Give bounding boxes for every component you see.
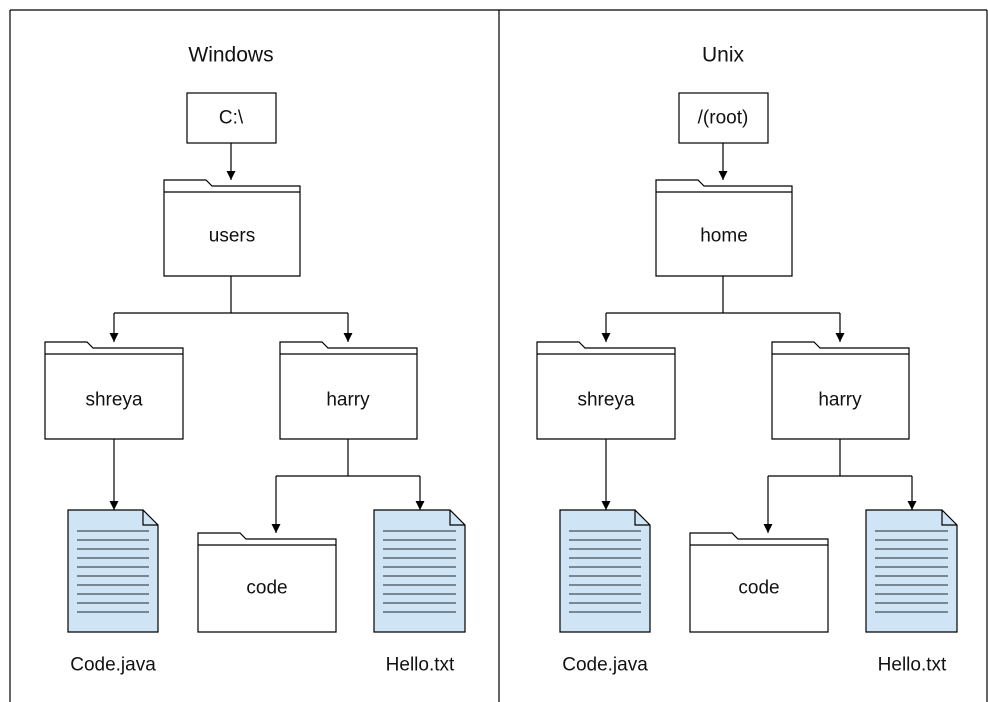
file-1 <box>559 509 651 633</box>
file-label: Code.java <box>562 655 648 676</box>
root-label: C:\ <box>219 108 244 129</box>
panel-title: Unix <box>702 44 745 67</box>
document-icon <box>559 509 651 633</box>
file-label: Hello.txt <box>386 655 455 676</box>
document-text-lines <box>569 530 641 613</box>
folder-label: shreya <box>577 390 634 411</box>
root-box <box>678 92 769 144</box>
document-fold <box>941 510 957 526</box>
folder-label: users <box>209 226 255 247</box>
panel-title: Windows <box>188 44 273 67</box>
subfolder: code <box>689 532 829 633</box>
document-fold <box>634 510 650 526</box>
level1-folder: users <box>163 179 301 277</box>
file-2 <box>865 509 958 633</box>
root-node: /(root) <box>678 92 769 144</box>
folder-icon <box>163 179 301 277</box>
user-folder-2: harry <box>771 341 910 440</box>
user-folder-1: shreya <box>536 341 676 440</box>
user-folder-2: harry <box>279 341 418 440</box>
folder-label: shreya <box>85 390 142 411</box>
folder-label: home <box>700 226 748 247</box>
root-node: C:\ <box>186 92 277 144</box>
document-icon <box>373 509 466 633</box>
document-text-lines <box>875 530 948 613</box>
windows-panel: Windows C:\ users shreya harry <box>44 44 466 676</box>
document-icon <box>67 509 159 633</box>
folder-label: code <box>246 578 287 599</box>
document-icon <box>865 509 958 633</box>
folder-icon <box>44 341 184 440</box>
folder-icon <box>771 341 910 440</box>
folder-icon <box>536 341 676 440</box>
connector-level1-branch <box>114 276 348 314</box>
subfolder: code <box>197 532 337 633</box>
document-text-lines <box>383 530 456 613</box>
file-label: Code.java <box>70 655 156 676</box>
file-1 <box>67 509 159 633</box>
folder-label: harry <box>818 390 862 411</box>
folder-icon <box>689 532 829 633</box>
folder-label: code <box>738 578 779 599</box>
diagram-frame <box>9 9 988 702</box>
folder-icon <box>655 179 793 277</box>
user-folder-1: shreya <box>44 341 184 440</box>
folder-label: harry <box>326 390 370 411</box>
folder-icon <box>279 341 418 440</box>
connector-user-folder-2-branch <box>768 439 912 477</box>
file-2 <box>373 509 466 633</box>
folder-icon <box>197 532 337 633</box>
document-fold <box>449 510 465 526</box>
root-label: /(root) <box>698 108 749 129</box>
document-fold <box>142 510 158 526</box>
file-label: Hello.txt <box>878 655 947 676</box>
level1-folder: home <box>655 179 793 277</box>
root-box <box>186 92 277 144</box>
connector-user-folder-2-branch <box>276 439 420 477</box>
document-text-lines <box>77 530 149 613</box>
connector-level1-branch <box>606 276 840 314</box>
unix-panel: Unix /(root) home shreya harry <box>536 44 958 676</box>
